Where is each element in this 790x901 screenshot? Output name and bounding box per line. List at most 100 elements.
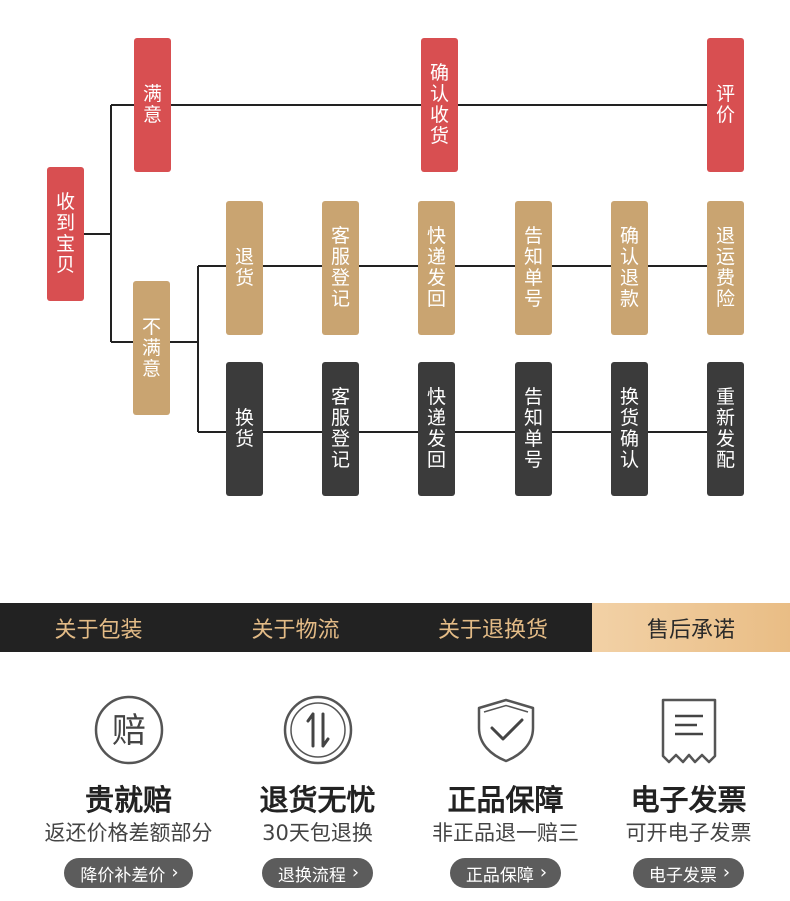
tab-after-sales-promise[interactable]: 售后承诺 (592, 603, 790, 652)
flow-box-char: 知 (523, 407, 543, 429)
tab-label: 关于退换货 (437, 617, 548, 643)
flow-box-char: 客 (330, 225, 350, 247)
flow-box-char: 发 (715, 428, 735, 450)
flow-unsatisfied-box: 不满意 (133, 281, 170, 415)
flow-box-char: 记 (330, 288, 350, 310)
flow-box-char: 客 (330, 386, 350, 408)
flow-exchange-step-5: 换货确认 (611, 362, 648, 496)
button-label: 退换流程 (277, 865, 346, 886)
flow-box-char: 险 (715, 288, 735, 310)
return-exchange-icon (278, 690, 358, 770)
flow-return-step-4: 告知单号 (515, 201, 552, 335)
flow-box-char: 回 (426, 288, 446, 310)
flow-box-char: 价 (715, 104, 735, 126)
flow-box-char: 换 (619, 386, 639, 408)
price-compensation-button[interactable]: 降价补差价 › (64, 858, 193, 888)
flow-box-char: 到 (55, 212, 75, 234)
promise-card-e-invoice: 电子发票 可开电子发票 电子发票 › (590, 690, 787, 901)
flow-box-char: 货 (234, 428, 254, 450)
flow-box-char: 配 (715, 449, 735, 471)
flow-box-char: 回 (426, 449, 446, 471)
flow-box-char: 货 (619, 407, 639, 429)
flow-box-char: 确 (429, 62, 449, 84)
flow-box-char: 货 (234, 267, 254, 289)
flow-box-char: 费 (715, 267, 735, 289)
flow-box-char: 重 (715, 386, 735, 408)
info-tab-bar: 关于包装 关于物流 关于退换货 售后承诺 (0, 603, 790, 652)
flow-box-char: 退 (619, 267, 639, 289)
flow-exchange-step-2: 客服登记 (322, 362, 359, 496)
tab-label: 售后承诺 (646, 617, 735, 643)
after-sales-flowchart: 收到宝贝 满意 确认收货 评价 不满意 退货 客服登记 快递发回 告知单号 确认… (47, 38, 744, 496)
flow-box-char: 意 (141, 357, 161, 380)
return-process-button[interactable]: 退换流程 › (261, 858, 374, 888)
flow-box-char: 收 (55, 191, 75, 213)
flowchart-connectors (84, 104, 707, 433)
flow-start-box: 收到宝贝 (47, 167, 84, 301)
flow-box-char: 记 (330, 449, 350, 471)
flow-box-char: 单 (523, 428, 543, 450)
flow-box-char: 登 (330, 267, 350, 289)
flow-box-char: 单 (523, 267, 543, 289)
flow-box-char: 快 (426, 386, 446, 408)
flow-box-char: 退 (715, 225, 735, 247)
flow-box-char: 认 (619, 246, 639, 268)
flow-box-char: 不 (141, 315, 161, 338)
e-invoice-button[interactable]: 电子发票 › (632, 858, 745, 888)
promise-title: 电子发票 (630, 783, 747, 817)
promise-subtitle: 返还价格差额部分 (44, 821, 213, 845)
promise-subtitle: 非正品退一赔三 (432, 821, 579, 845)
flow-box-char: 确 (619, 225, 639, 247)
flow-box-char: 货 (429, 125, 449, 147)
tab-logistics[interactable]: 关于物流 (197, 603, 394, 652)
tab-label: 关于物流 (251, 617, 340, 643)
chevron-right-icon: › (722, 862, 731, 883)
tab-label: 关于包装 (54, 617, 143, 643)
shield-check-icon (466, 690, 546, 770)
flow-exchange-step-1: 换货 (226, 362, 263, 496)
promise-card-authentic-guarantee: 正品保障 非正品退一赔三 正品保障 › (407, 690, 604, 901)
flow-box-char: 认 (429, 83, 449, 105)
flow-return-step-2: 客服登记 (322, 201, 359, 335)
promise-subtitle: 30天包退换 (262, 821, 373, 845)
flow-box-char: 退 (234, 246, 254, 268)
flow-box-char: 号 (523, 449, 543, 471)
flow-box-char: 宝 (55, 233, 75, 255)
promise-title: 贵就赔 (84, 783, 172, 817)
tab-returns-exchanges[interactable]: 关于退换货 (394, 603, 592, 652)
flow-box-char: 贝 (55, 254, 75, 276)
button-label: 正品保障 (465, 865, 534, 886)
promise-cards: 赔 贵就赔 返还价格差额部分 降价补差价 › 退货无忧 30天包退换 退换流程 … (0, 690, 790, 901)
promise-title: 正品保障 (447, 783, 564, 817)
flow-box-char: 款 (619, 288, 639, 310)
flow-box-char: 告 (523, 386, 543, 408)
flow-box-char: 递 (426, 246, 446, 268)
button-label: 电子发票 (648, 865, 717, 886)
flow-box-char: 服 (330, 246, 350, 268)
promise-title: 退货无忧 (259, 783, 376, 817)
tab-packaging[interactable]: 关于包装 (0, 603, 197, 652)
flow-box-char: 换 (234, 407, 254, 429)
chevron-right-icon: › (351, 862, 360, 883)
flow-return-step-6: 退运费险 (707, 201, 744, 335)
chevron-right-icon: › (539, 862, 548, 883)
flow-box-char: 运 (715, 246, 735, 268)
flow-box-char: 号 (523, 288, 543, 310)
flow-satisfied-box: 满意 (134, 38, 171, 172)
flow-box-char: 发 (426, 267, 446, 289)
flow-exchange-step-4: 告知单号 (515, 362, 552, 496)
flow-box-char: 服 (330, 407, 350, 429)
promise-subtitle: 可开电子发票 (625, 821, 752, 845)
flow-box-char: 意 (142, 104, 162, 126)
flow-box-char: 发 (426, 428, 446, 450)
flow-box-char: 告 (523, 225, 543, 247)
flow-review-box: 评价 (707, 38, 744, 172)
compensation-icon: 赔 (89, 690, 169, 770)
flow-box-char: 收 (429, 104, 449, 126)
flow-box-char: 知 (523, 246, 543, 268)
authentic-guarantee-button[interactable]: 正品保障 › (449, 858, 562, 888)
flow-box-char: 认 (619, 449, 639, 471)
button-label: 降价补差价 (80, 865, 166, 886)
compensation-icon-glyph: 赔 (112, 711, 146, 751)
flow-box-char: 满 (141, 336, 161, 359)
